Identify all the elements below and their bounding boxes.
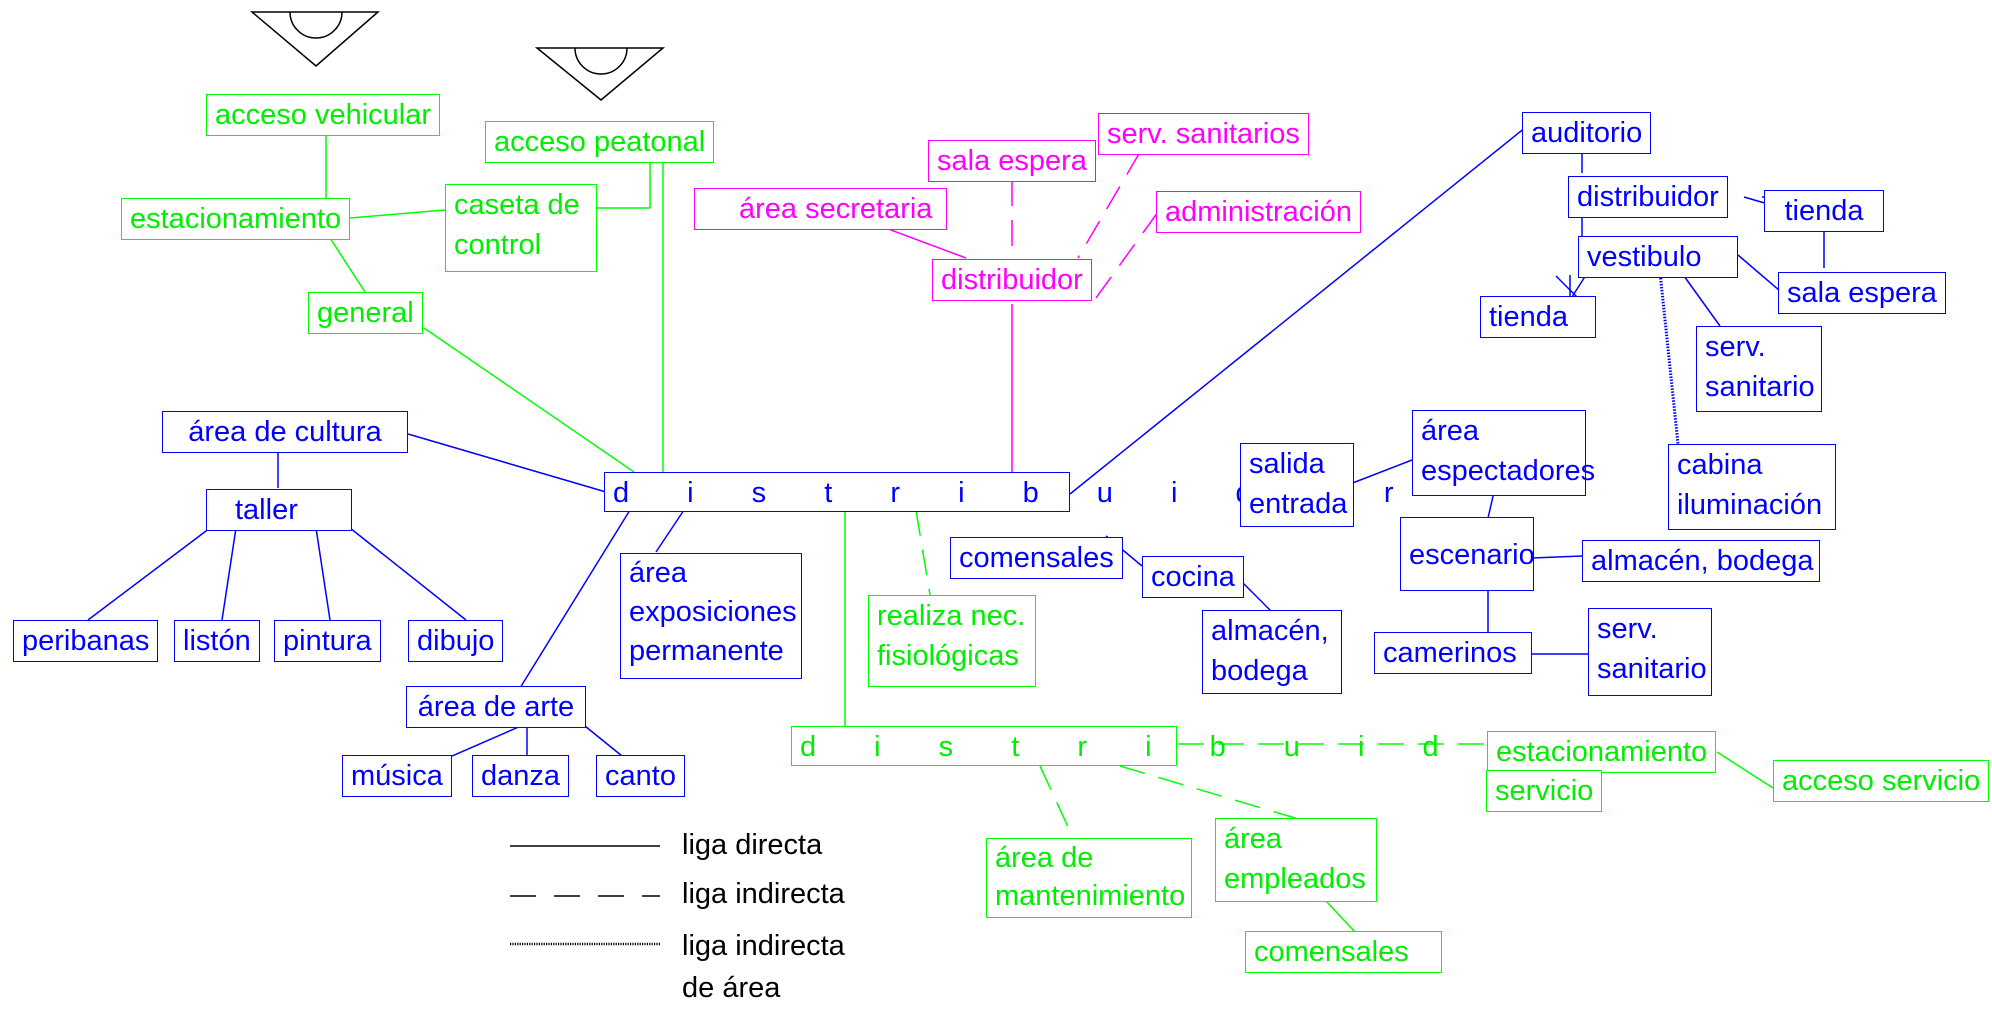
node-estacionamiento: estacionamiento [121,198,351,240]
node-taller: taller [206,489,352,531]
node-area-empleados: área empleados [1215,818,1377,902]
node-distribuidor-auditorio: distribuidor [1568,176,1728,218]
node-serv-sanitario-camerinos: serv. sanitario [1588,608,1712,696]
node-area-secretaria: área secretaria [694,188,947,230]
node-tienda-vestibulo: tienda [1480,296,1596,338]
node-distribuidor-central: d i s t r i b u i d o r [604,472,1393,512]
node-area-arte: área de arte [406,686,586,728]
node-sala-espera-auditorio: sala espera [1778,272,1946,314]
node-dibujo: dibujo [408,620,504,662]
node-salida-entrada: salida entrada [1240,443,1354,527]
node-general: general [308,292,423,334]
node-danza: danza [472,755,570,797]
node-servicio: servicio [1486,770,1603,812]
node-canto: canto [596,755,685,797]
node-almacen-bodega-cocina: almacén, bodega [1202,610,1342,694]
legend-label-indirecta-area: liga indirecta de área [682,930,845,1004]
node-vestibulo: vestibulo [1578,236,1738,278]
node-acceso-peatonal: acceso peatonal [485,121,715,163]
node-cocina: cocina [1142,556,1244,598]
node-liston: listón [174,620,260,662]
node-peribanas: peribanas [13,620,159,662]
node-serv-sanitarios: serv. sanitarios [1098,113,1309,155]
node-acceso-vehicular: acceso vehicular [206,94,440,136]
node-serv-sanitario-vestibulo: serv. sanitario [1696,326,1822,412]
node-pintura: pintura [274,620,381,662]
node-area-exposiciones: área exposiciones permanente [620,553,802,679]
node-sala-espera-admin: sala espera [928,140,1096,182]
entrance-marker-peatonal [534,47,666,101]
node-distribuidor-servicio: d i s t r i b u i d o r [791,726,1580,766]
node-realiza-nec: realiza nec. fisiológicas [868,595,1036,687]
node-musica: música [342,755,452,797]
magenta-indirect-links [1011,151,1159,299]
node-almacen-bodega-escenario: almacén, bodega [1582,540,1820,582]
node-auditorio: auditorio [1522,112,1652,154]
green-indirect-links [915,509,1488,843]
node-distribuidor-admin: distribuidor [932,259,1092,301]
node-comensales: comensales [950,537,1123,579]
node-area-cultura: área de cultura [162,411,408,453]
node-acceso-servicio: acceso servicio [1773,760,1990,802]
legend-label-indirecta: liga indirecta [682,878,845,910]
entrance-marker-vehicular [249,11,381,67]
node-comensales-empleados: comensales [1245,931,1442,973]
node-caseta-control: caseta de control [445,184,597,272]
node-area-espectadores: área espectadores [1412,410,1595,496]
node-tienda-auditorio: tienda [1764,190,1884,232]
legend-label-directa: liga directa [682,829,823,861]
node-estacionamiento-servicio: estacionamiento [1487,731,1717,773]
node-camerinos: camerinos [1374,632,1532,674]
node-area-mantenimiento: área de mantenimiento [986,838,1192,918]
node-escenario: escenario [1400,517,1535,591]
node-cabina-iluminacion: cabina iluminación [1668,444,1836,530]
blue-area-indirect-link [1658,271,1680,445]
node-administracion: administración [1156,191,1361,233]
